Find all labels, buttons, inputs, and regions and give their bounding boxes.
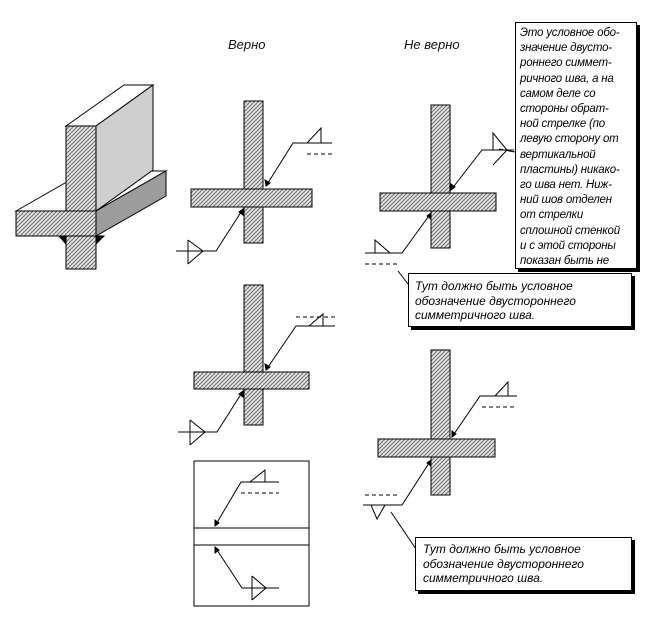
- note-line: ний шов отделен: [520, 194, 612, 207]
- weld-arrow-incorrect-top-left: [365, 212, 432, 265]
- note-line: симметричного шва.: [423, 571, 544, 585]
- note-line: и с этой стороны: [520, 239, 616, 252]
- note-line: обозначение двустороннего: [415, 293, 576, 308]
- note-line: стороны обрат-: [520, 103, 609, 116]
- note-middle: Тут должно быть условное обозначение дву…: [408, 273, 632, 327]
- weld-arrow-incorrect-mid-right: [451, 380, 517, 438]
- note-line: Тут должно быть условное: [415, 279, 573, 293]
- note-line: ричного шва, а на: [520, 72, 614, 85]
- weld-arrow-correct-mid-lower: [178, 390, 244, 446]
- weld-arrow-correct-top-lower: [176, 208, 244, 265]
- plan-view-box: [193, 460, 310, 607]
- plate-cross-section: [15, 210, 97, 237]
- weld-arrow-incorrect-top-right: [450, 131, 514, 191]
- note-line: обозначение двустороннего: [423, 556, 584, 571]
- note-line: пластины) никако-: [520, 163, 620, 176]
- weld-arrow-correct-mid-upper: [264, 312, 335, 371]
- note-main-explanation: Это условное обо- значение двусто- ронне…: [515, 22, 637, 269]
- weld-arrow-plan-lower: [214, 546, 279, 601]
- weld-arrow-plan-upper: [214, 468, 279, 527]
- weld-arrow-correct-top-upper: [264, 126, 332, 187]
- note-line: симметричного шва.: [415, 308, 536, 322]
- cross-incorrect-middle: [377, 349, 496, 496]
- note-line: левую сторону от: [520, 133, 619, 146]
- fillet-weld-right-bottom: [95, 235, 106, 246]
- note-line: от стрелки: [520, 209, 584, 222]
- fillet-weld-left-bottom: [57, 235, 67, 246]
- note-line: ной стрелке (по: [520, 118, 605, 131]
- cross-correct-middle: [193, 284, 310, 426]
- note-line: го шва нет. Ниж-: [520, 179, 612, 192]
- note-line: самом деле со: [520, 87, 596, 100]
- note-line: сплошной стенкой: [520, 224, 620, 237]
- note-line: вертикальной: [520, 148, 596, 161]
- note-bottom: Тут должно быть условное обозначение дву…: [415, 537, 632, 591]
- note-line: значение двусто-: [520, 42, 612, 55]
- isometric-t-joint: [14, 84, 168, 270]
- cross-incorrect-top: [379, 104, 497, 249]
- weld-arrow-incorrect-mid-left: [363, 459, 432, 521]
- note-line: показан быть не: [520, 255, 609, 268]
- note-line: Тут должно быть условное: [423, 542, 581, 556]
- note-line: Это условное обо-: [520, 27, 620, 39]
- header-incorrect: Не верно: [404, 37, 460, 52]
- wall-cross-section: [65, 125, 97, 270]
- header-correct: Верно: [228, 37, 266, 52]
- cross-correct-top: [190, 100, 313, 244]
- note-line: роннего симмет-: [520, 57, 612, 70]
